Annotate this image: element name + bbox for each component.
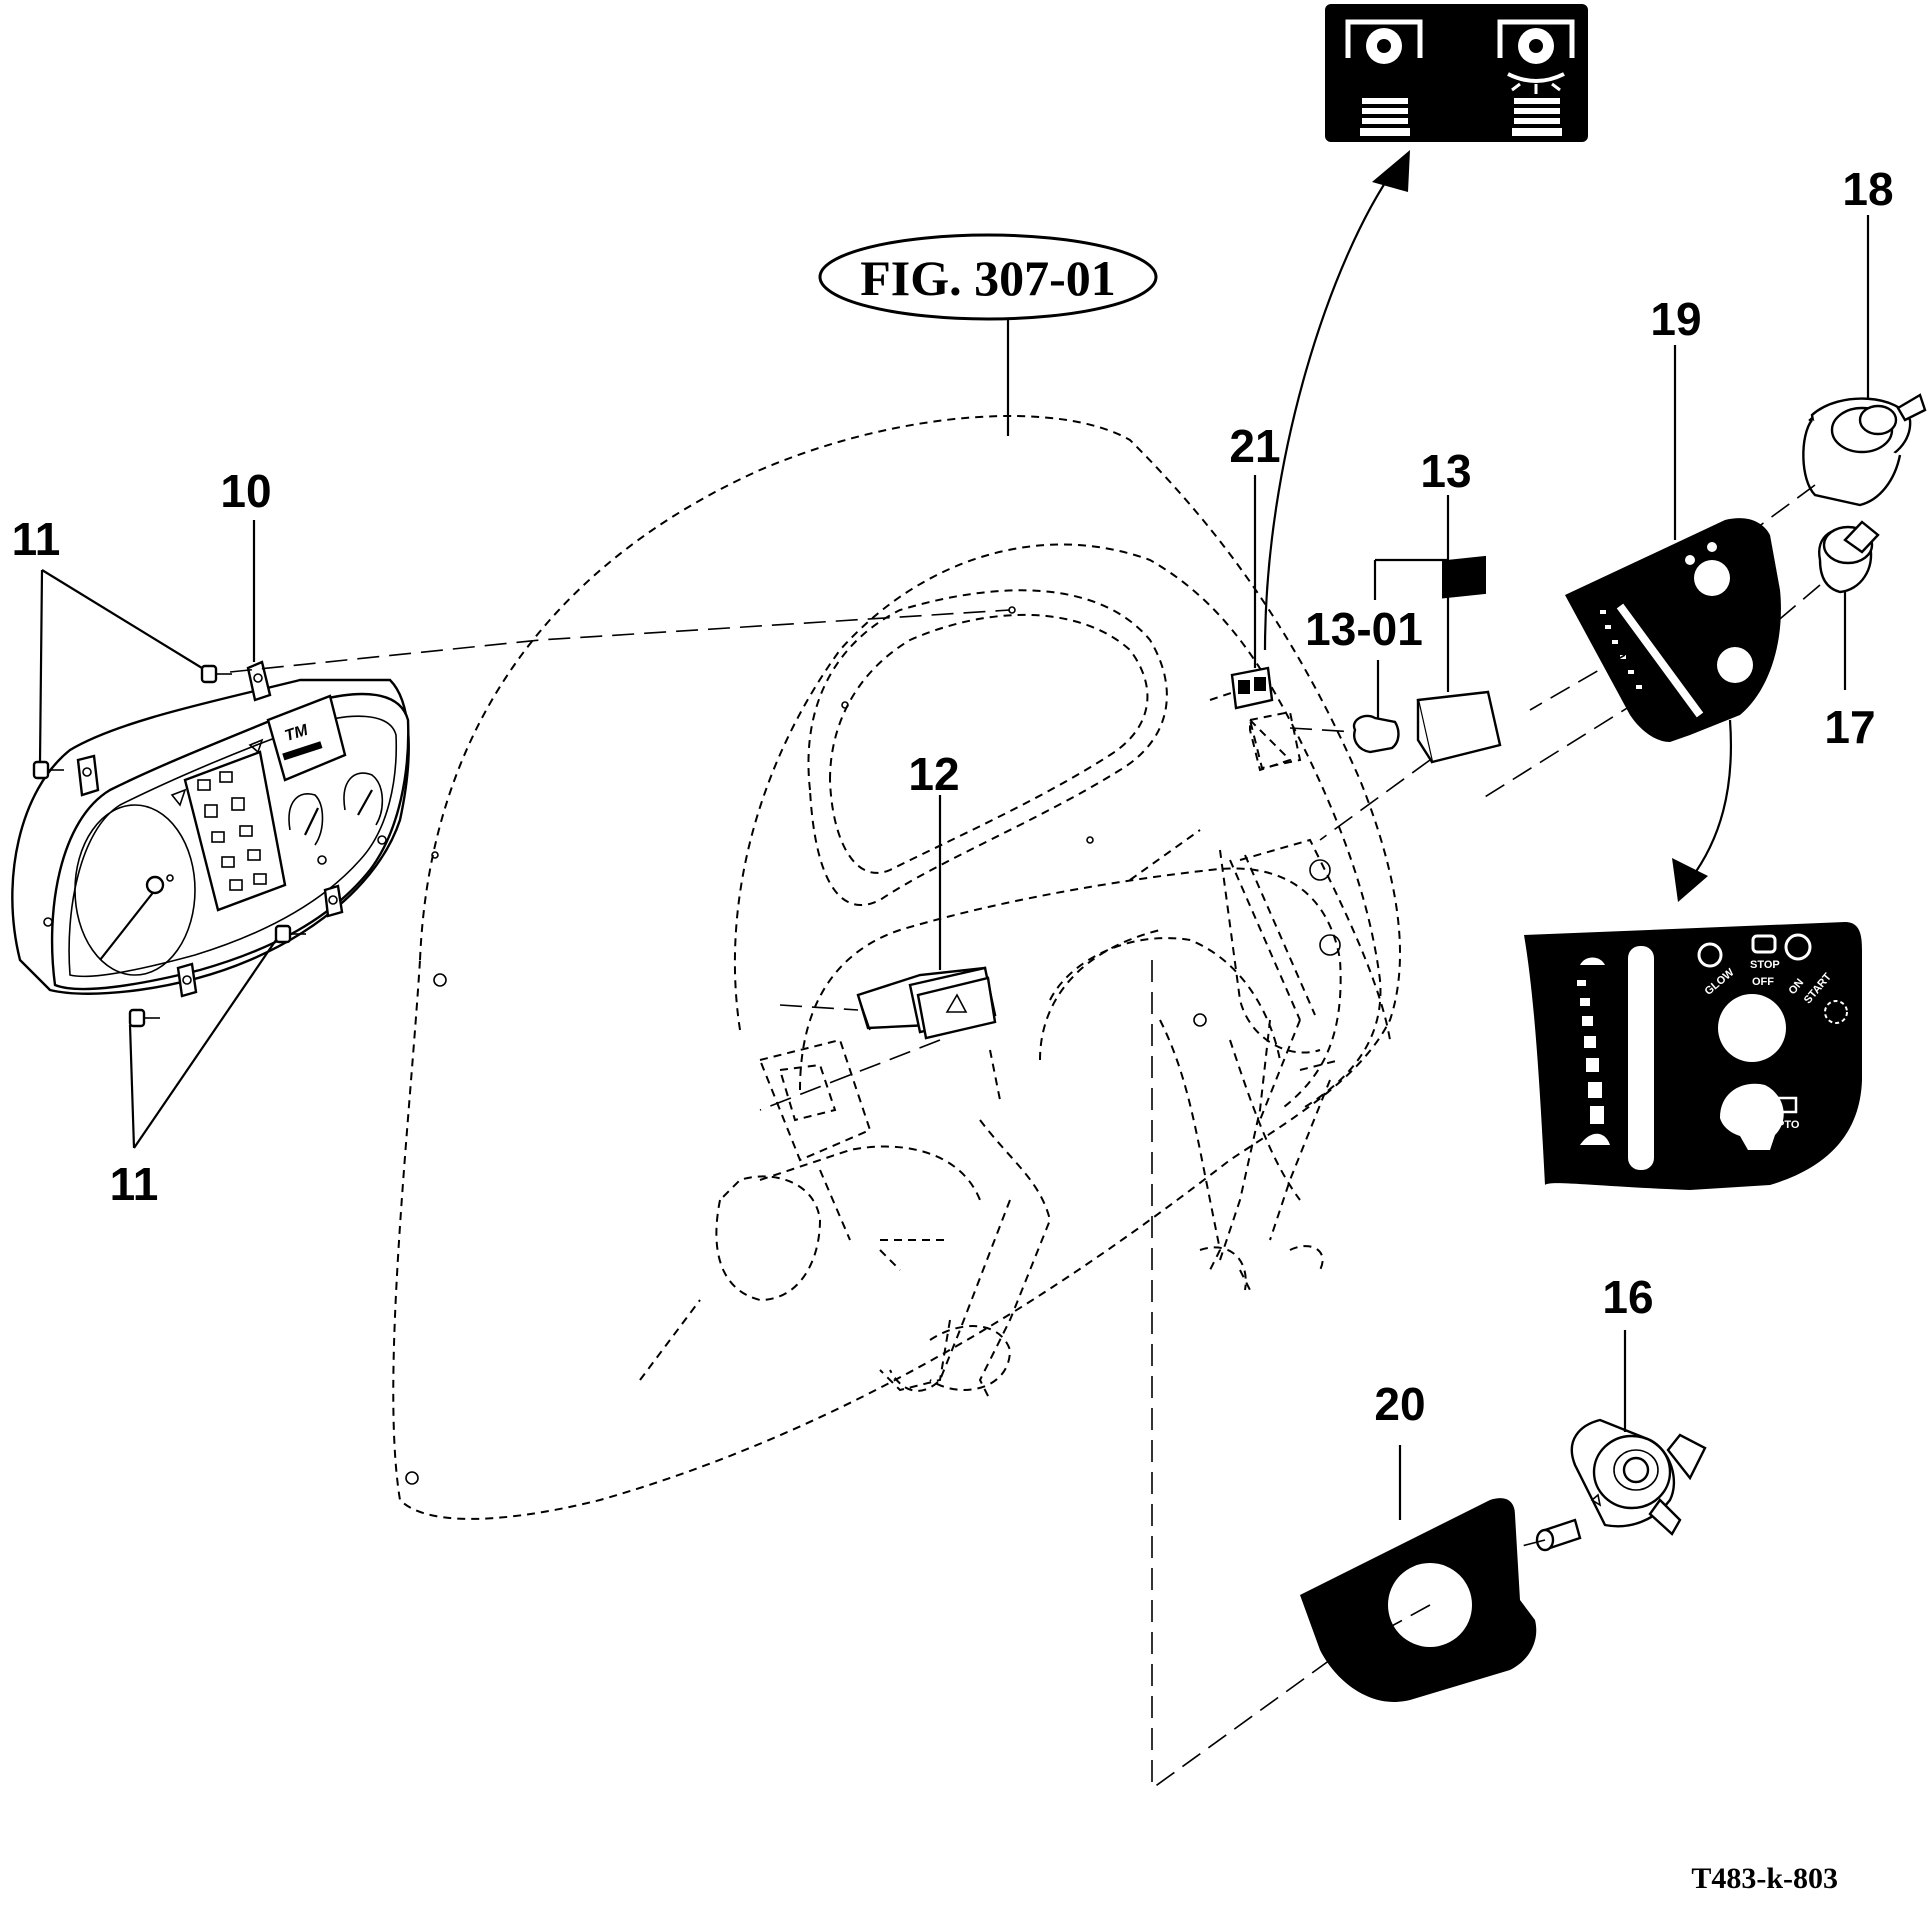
light-switch <box>1535 1418 1707 1552</box>
callout-10: 10 <box>220 465 271 517</box>
screw <box>128 1008 160 1028</box>
bulb <box>1352 714 1400 754</box>
callout-19: 19 <box>1650 293 1701 345</box>
callout-11-bottom: 11 <box>110 1158 159 1210</box>
drawing-number: T483-k-803 <box>1691 1862 1838 1895</box>
off-label: OFF <box>1752 976 1774 988</box>
callout-20: 20 <box>1374 1378 1425 1430</box>
callout-13-01: 13-01 <box>1305 603 1423 655</box>
leader-lines <box>38 215 1870 1520</box>
callout-21: 21 <box>1229 420 1280 472</box>
callout-11-top: 11 <box>12 513 61 565</box>
indicator-decal-small <box>1230 666 1274 710</box>
callout-17: 17 <box>1824 701 1875 753</box>
figure-reference-label: FIG. 307-01 <box>860 250 1116 306</box>
screw-set <box>32 664 306 1028</box>
hazard-switch <box>759 966 997 1111</box>
pto-label: PTO <box>1777 1119 1800 1131</box>
stop-label: STOP <box>1750 959 1780 971</box>
callouts: 10 11 11 12 13 13-01 16 17 18 19 20 21 <box>12 163 1894 1430</box>
switch-decal <box>1300 1498 1537 1702</box>
callout-12: 12 <box>908 748 959 800</box>
rotary-switch <box>1818 520 1880 594</box>
callout-16: 16 <box>1602 1271 1653 1323</box>
dashboard-housing <box>392 415 1401 1520</box>
switch-panel-decal-detail: GLOW STOP OFF ON START PTO <box>1524 922 1862 1190</box>
accessory-switch <box>1416 555 1502 764</box>
instrument-cluster: TM <box>11 660 439 998</box>
key-switch <box>1802 393 1927 507</box>
figure-reference: FIG. 307-01 <box>818 233 1158 436</box>
screw <box>200 664 232 684</box>
indicator-decal-detail <box>1325 4 1588 142</box>
cluster-logo: TM <box>283 722 311 746</box>
callout-13: 13 <box>1420 445 1471 497</box>
callout-18: 18 <box>1842 163 1893 215</box>
screw <box>274 924 306 944</box>
switch-panel-decal <box>1565 518 1781 742</box>
